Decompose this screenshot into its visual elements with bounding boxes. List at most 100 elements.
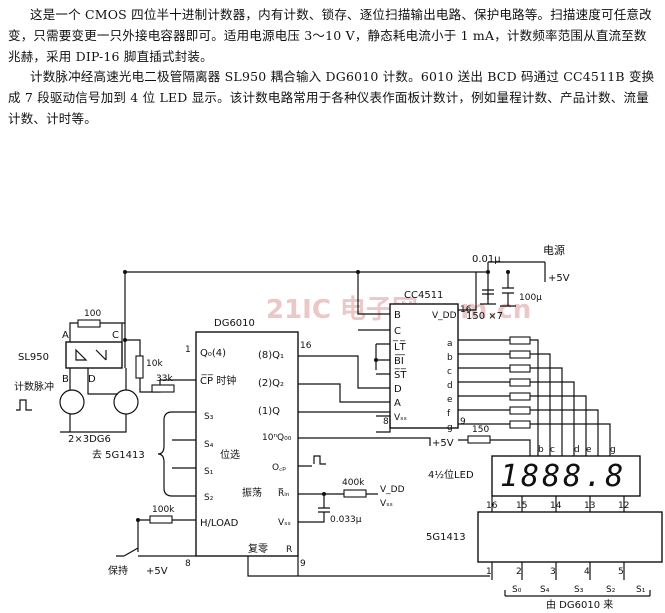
cc4511-ic (389, 303, 459, 429)
pin-q3: (1)Q (258, 406, 280, 417)
vdd-label: V_DD (380, 485, 405, 495)
r100-label: 100 (84, 309, 101, 319)
pin-s1: S₁ (204, 467, 214, 477)
resistor-100 (77, 319, 101, 328)
s1-label: S₁ (636, 585, 646, 595)
pin-d: D (88, 374, 96, 385)
s2-label: S₂ (606, 585, 616, 595)
r10k-label: 10k (146, 359, 163, 369)
junction-dots (123, 270, 510, 522)
cap-100u-label: 100μ (519, 293, 542, 303)
s4-label: S₄ (540, 585, 550, 595)
pin-q2: (2)Q₂ (258, 378, 284, 389)
led-pin-e: e (586, 445, 592, 455)
s3-label: S₃ (574, 585, 584, 595)
capacitor-0.01u (480, 289, 496, 305)
led-display (491, 455, 641, 497)
pulse-icon (16, 399, 32, 411)
resistor-10k (135, 355, 144, 379)
cc4511-pin-bi: B̅I̅ (394, 354, 406, 367)
pin-a: A (62, 330, 69, 341)
pin-r: R (286, 545, 292, 555)
pin-reset: 复零 (248, 542, 268, 555)
cc4511-pin-c: C (394, 326, 401, 337)
cap-0033-label: 0.033μ (330, 515, 362, 525)
r33k-label: 33k (156, 374, 173, 384)
pin-osc: 振荡 (242, 486, 262, 499)
cc4511-num-8: 8 (383, 417, 389, 427)
clock-pulse-icon (298, 455, 326, 467)
pin-num-9: 9 (300, 559, 306, 569)
u-pin-4: 4 (584, 567, 590, 577)
cc4511-pin-st: S̅T̅ (394, 368, 408, 381)
sl950-label: SL950 (18, 352, 49, 363)
seg-e: e (447, 395, 453, 405)
capacitor-100u (500, 272, 516, 307)
intro-paragraph-1: 这是一个 CMOS 四位半十进制计数器，内有计数、锁存、逐位扫描输出电路、保护电… (8, 7, 652, 64)
led-pin-d: d (574, 445, 580, 455)
resistor-150 (467, 435, 491, 444)
pin-ocp: O꜀ₚ (272, 463, 286, 473)
pin-num-8: 8 (185, 559, 191, 569)
transistor-label: 2×3DG6 (68, 434, 111, 445)
led-digits: 1888.8 (500, 459, 626, 494)
u-pin-3: 3 (550, 567, 556, 577)
power-5v-label: +5V (548, 273, 570, 284)
pin-num-1: 1 (185, 345, 191, 355)
u-pin-2: 2 (516, 567, 522, 577)
cc4511-pin-vss: Vₛₛ (394, 413, 407, 423)
dg6010-label: DG6010 (214, 318, 255, 329)
r150x7-label: 150 ×7 (466, 311, 503, 322)
pin-vss: Vₛₛ (278, 518, 291, 528)
pin-rin: R̅ᵢₙ (278, 487, 290, 499)
pin-cp: C̅P̅ 时钟 (200, 374, 236, 387)
seg-a: a (447, 339, 453, 349)
r400k-label: 400k (342, 478, 365, 488)
u-pin-5: 5 (618, 567, 624, 577)
segment-outputs (458, 339, 611, 456)
count-pulse-label: 计数脉冲 (14, 380, 54, 393)
transistor-1 (59, 389, 85, 415)
seg-b: b (447, 353, 453, 363)
pin-num-16: 16 (300, 341, 312, 351)
resistor-33k (151, 384, 175, 393)
digit-select-label: 位选 (220, 448, 240, 461)
ic-5g1413 (477, 511, 663, 563)
sl950-optocoupler (65, 341, 123, 369)
dg6010-ic (195, 331, 299, 557)
cap-0.01u-label: 0.01μ (472, 254, 501, 265)
pin-q0b: 10ⁿQ₀₀ (262, 433, 292, 443)
resistor-400k (343, 489, 367, 498)
pin-s3: S₃ (204, 412, 214, 422)
hold-label: 保持 (108, 564, 128, 577)
pin-s2: S₂ (204, 493, 214, 503)
cc4511-pin-b: B (394, 310, 401, 321)
cc4511-pin-vdd: V_DD (432, 311, 457, 321)
vss-label: Vₛₛ (380, 499, 393, 509)
seg-c: c (447, 367, 452, 377)
from-dg6010-label: 由 DG6010 来 (546, 598, 613, 611)
pin-hload: H/LOAD (200, 518, 239, 529)
to-5g1413-label: 去 5G1413 (92, 449, 145, 461)
s0-label: S₀ (512, 585, 522, 595)
led-pin-b: b (538, 445, 544, 455)
led-pin-c: c (550, 445, 555, 455)
r150-label: 150 (472, 425, 489, 435)
pin-q0: Q₀(4) (200, 348, 226, 359)
pin-q1: (8)Q₁ (258, 350, 284, 361)
intro-paragraph-2: 计数脉冲经高速光电二极管隔离器 SL950 耦合输入 DG6010 计数。601… (8, 69, 655, 126)
ic5g1413-label: 5G1413 (426, 532, 466, 543)
pin-c: C (112, 330, 119, 341)
hold-5v-label: +5V (146, 566, 168, 577)
pin-b: B (62, 374, 69, 385)
seg-d: d (447, 381, 453, 391)
seg-g: g (447, 423, 453, 433)
cc4511-pin-lt: L̅T̅ (392, 340, 407, 353)
cc4511-pin-d: D (394, 384, 402, 395)
v5-label: +5V (432, 438, 454, 449)
u-pin-1: 1 (486, 567, 492, 577)
cc4511-pin-a: A (394, 398, 401, 409)
cc4511-label: CC4511 (404, 290, 443, 301)
led-label: 4½位LED (428, 468, 474, 481)
